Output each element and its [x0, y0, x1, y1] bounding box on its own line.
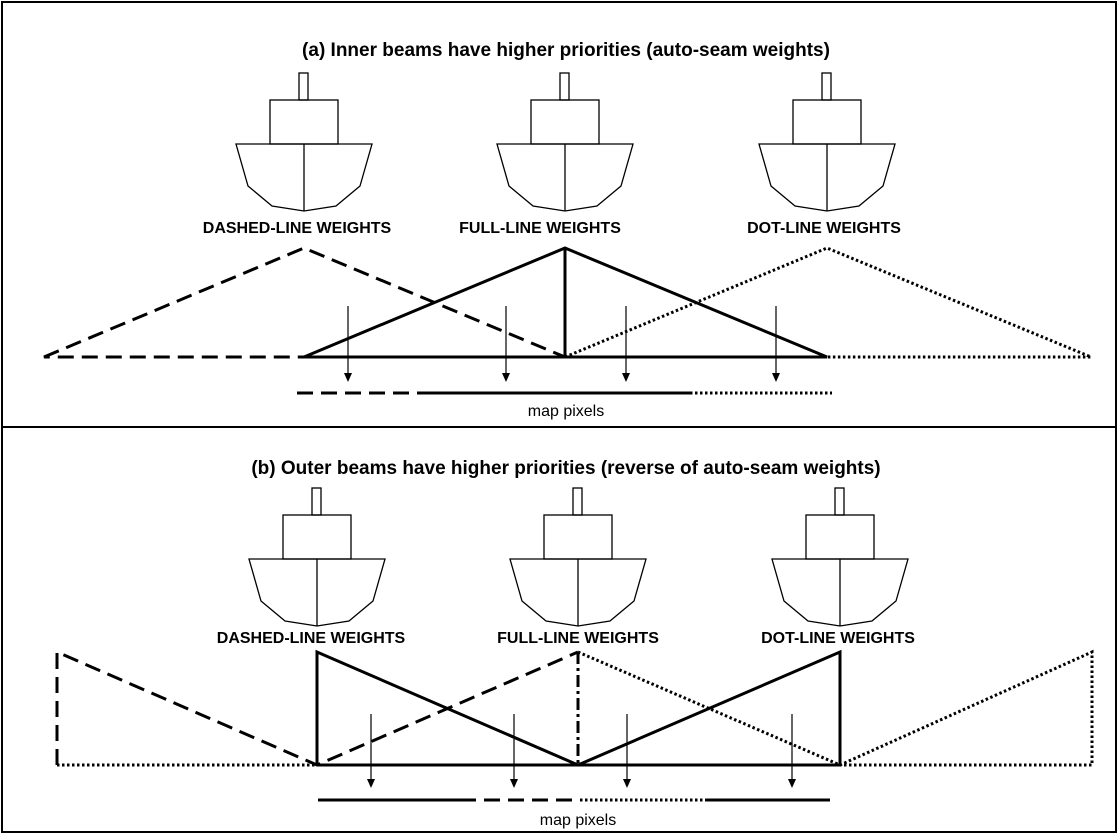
pixel-arrow [367, 714, 375, 788]
dashed-line-weight-triangle [43, 246, 566, 359]
beam-label-full: FULL-LINE WEIGHTS [459, 220, 621, 237]
pixel-arrow [772, 306, 780, 382]
dot-line-weight-triangle [564, 246, 1092, 359]
beam-label-dashed: DASHED-LINE WEIGHTS [203, 220, 392, 237]
ship-icon [496, 72, 634, 212]
full-line-weight-triangle [303, 246, 828, 359]
pixel-arrow [788, 714, 796, 788]
panel-b: (b) Outer beams have higher priorities (… [55, 458, 1094, 829]
ship-icon [248, 487, 386, 627]
beam-label-dotted: DOT-LINE WEIGHTS [747, 220, 901, 237]
map-pixels-label: map pixels [540, 812, 616, 829]
panel-a-title: (a) Inner beams have higher priorities (… [302, 40, 830, 61]
panel-b-title: (b) Outer beams have higher priorities (… [251, 458, 880, 479]
ship-icon [771, 487, 909, 627]
ship-icon [235, 72, 373, 212]
ship-icon [509, 487, 647, 627]
beam-label-full: FULL-LINE WEIGHTS [497, 630, 659, 647]
pixel-arrow [623, 714, 631, 788]
pixel-arrow [502, 306, 510, 382]
pixel-arrow [344, 306, 352, 382]
panel-a: (a) Inner beams have higher priorities (… [43, 40, 1092, 420]
ship-icon [758, 72, 896, 212]
map-pixels-label: map pixels [528, 403, 604, 420]
pixel-arrow [622, 306, 630, 382]
dot-line-weight-triangle [577, 649, 1094, 767]
beam-label-dashed: DASHED-LINE WEIGHTS [217, 630, 406, 647]
pixel-arrow [510, 714, 518, 788]
beam-label-dotted: DOT-LINE WEIGHTS [761, 630, 915, 647]
